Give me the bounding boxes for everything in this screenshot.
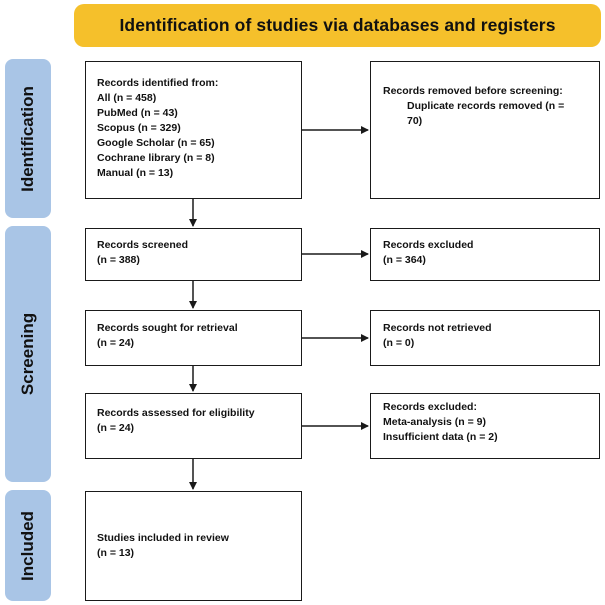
records-identified-all: All (n = 458) [97,92,157,104]
records-excluded-title: Records excluded [383,239,474,251]
records-sought-title: Records sought for retrieval [97,322,238,334]
records-identified-cochrane: Cochrane library (n = 8) [97,152,215,164]
records-identified-google-scholar: Google Scholar (n = 65) [97,137,215,149]
records-screened-title: Records screened [97,239,189,251]
records-not-retrieved-count: (n = 0) [383,337,415,349]
phase-identification: Identification [5,59,51,218]
excluded-insufficient-data: Insufficient data (n = 2) [383,431,498,443]
records-identified-pubmed: PubMed (n = 43) [97,107,178,119]
records-identified-box: Records identified from: All (n = 458) P… [85,61,302,199]
records-identified-title: Records identified from: [97,77,219,89]
records-identified-scopus: Scopus (n = 329) [97,122,181,134]
duplicate-records-line2: 70) [407,115,423,127]
records-excluded-reasons-box: Records excluded: Meta-analysis (n = 9) … [370,393,600,459]
records-excluded-count: (n = 364) [383,254,426,266]
records-identified-manual: Manual (n = 13) [97,167,174,179]
records-removed-title: Records removed before screening: [383,85,563,97]
phase-included: Included [5,490,51,601]
records-removed-box: Records removed before screening: Duplic… [370,61,600,199]
studies-included-title: Studies included in review [97,532,229,544]
records-screened-count: (n = 388) [97,254,140,266]
diagram-title-banner: Identification of studies via databases … [74,4,601,47]
excluded-meta-analysis: Meta-analysis (n = 9) [383,416,486,428]
records-not-retrieved-title: Records not retrieved [383,322,492,334]
records-sought-count: (n = 24) [97,337,135,349]
records-assessed-count: (n = 24) [97,422,135,434]
records-assessed-box: Records assessed for eligibility (n = 24… [85,393,302,459]
records-sought-box: Records sought for retrieval (n = 24) [85,310,302,366]
records-assessed-title: Records assessed for eligibility [97,407,255,419]
phase-screening: Screening [5,226,51,482]
studies-included-count: (n = 13) [97,547,135,559]
studies-included-box: Studies included in review (n = 13) [85,491,302,601]
records-screened-box: Records screened (n = 388) [85,228,302,281]
duplicate-records-line1: Duplicate records removed (n = [407,100,565,112]
records-excluded-box: Records excluded (n = 364) [370,228,600,281]
records-not-retrieved-box: Records not retrieved (n = 0) [370,310,600,366]
records-excluded-reasons-title: Records excluded: [383,401,477,413]
